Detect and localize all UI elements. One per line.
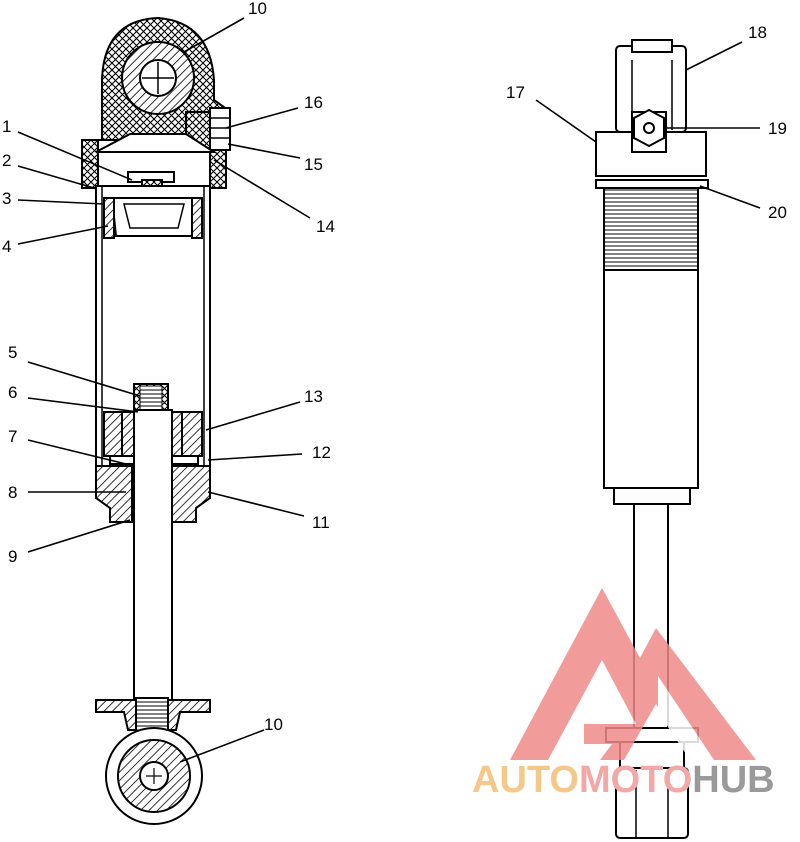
adjuster-ring (595, 179, 709, 189)
callout-4: 4 (2, 237, 11, 256)
exterior-view (595, 39, 709, 839)
callout-18: 18 (748, 23, 767, 42)
callout-6: 6 (8, 383, 17, 402)
exterior-lower-eye (615, 767, 689, 839)
callout-17: 17 (506, 83, 525, 102)
callout-13: 13 (304, 387, 323, 406)
callout-1: 1 (2, 117, 11, 136)
piston-rod (133, 409, 173, 701)
threaded-body (603, 187, 699, 271)
callout-15: 15 (304, 155, 323, 174)
callout-16: 16 (304, 93, 323, 112)
callout-10-top: 10 (248, 0, 267, 18)
callout-3: 3 (2, 189, 11, 208)
callout-5: 5 (8, 343, 17, 362)
dome-cap (95, 133, 218, 153)
callout-9: 9 (8, 547, 17, 566)
callout-20: 20 (768, 203, 787, 222)
watermark-auto: AUTO (472, 759, 579, 801)
callout-14: 14 (316, 217, 335, 236)
svg-text:AUTOMOTOHUB: AUTOMOTOHUB (472, 759, 775, 801)
callout-7: 7 (8, 427, 17, 446)
leader-lines (17, 17, 761, 763)
cross-section-view (81, 16, 231, 825)
callout-11: 11 (312, 513, 330, 532)
watermark: AUTOMOTOHUB (472, 588, 775, 801)
callout-10-bottom: 10 (264, 715, 283, 734)
callout-2: 2 (2, 151, 11, 170)
callouts: 10 1 2 3 4 16 15 14 5 6 7 8 9 13 12 11 1… (2, 0, 787, 734)
watermark-hub: HUB (692, 759, 774, 801)
callout-12: 12 (312, 443, 331, 462)
watermark-logo-icon (510, 588, 756, 760)
cylinder-body (603, 269, 699, 489)
callout-8: 8 (8, 483, 17, 502)
callout-19: 19 (768, 119, 787, 138)
watermark-moto: MOTO (579, 759, 692, 801)
